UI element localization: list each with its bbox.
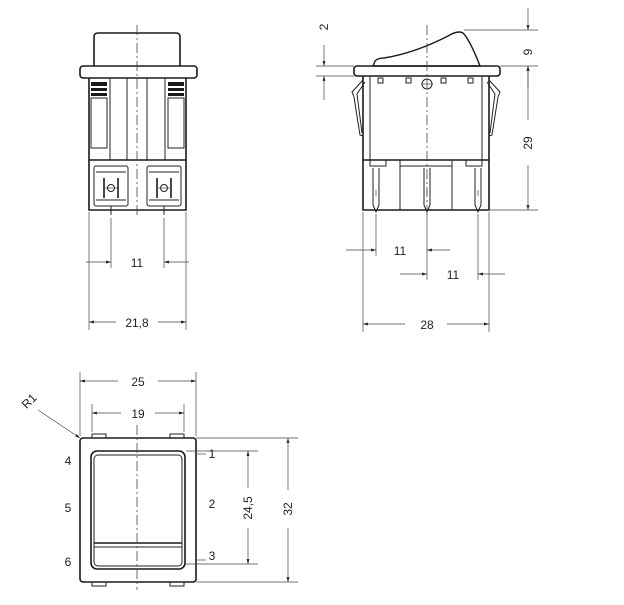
side-terminal-spacing-left-label: 11 (394, 244, 407, 258)
side-body-height-label: 29 (521, 136, 535, 150)
front-view: 11 21,8 (79, 25, 198, 330)
panel-view: R1 25 19 24,5 32 4 5 6 1 2 3 (19, 372, 298, 590)
panel-outer-height-label: 32 (281, 502, 295, 516)
side-top-offset-label: 2 (317, 23, 331, 30)
panel-terminal-label-1: 1 (209, 447, 216, 461)
panel-terminal-label-2: 2 (209, 497, 216, 511)
side-rocker (371, 31, 482, 67)
panel-outer-frame (79, 437, 197, 583)
front-terminal-housings (93, 165, 182, 215)
front-spring-tabs (90, 82, 185, 149)
side-view: 9 29 2 11 11 28 (316, 8, 538, 332)
panel-outer-width-label: 25 (131, 375, 145, 389)
front-overall-width-label: 21,8 (125, 316, 149, 330)
panel-inner-height-label: 24,5 (241, 496, 255, 520)
side-terminal-spacing-right-label: 11 (447, 268, 460, 282)
side-overall-width-label: 28 (420, 318, 434, 332)
side-spring-left (351, 79, 364, 137)
side-spring-right (488, 79, 501, 137)
panel-corner-radius-label: R1 (19, 391, 40, 412)
side-body (362, 76, 490, 211)
panel-terminal-label-5: 5 (65, 501, 72, 515)
front-terminal-spacing-label: 11 (131, 256, 144, 270)
front-bezel (79, 65, 198, 79)
panel-terminal-label-4: 4 (65, 454, 72, 468)
panel-rocker-face (90, 450, 186, 570)
side-actuator-height-label: 9 (521, 48, 535, 55)
panel-terminal-label-3: 3 (209, 549, 216, 563)
panel-inner-width-label: 19 (131, 407, 145, 421)
panel-terminal-label-6: 6 (65, 555, 72, 569)
front-body (88, 78, 187, 211)
